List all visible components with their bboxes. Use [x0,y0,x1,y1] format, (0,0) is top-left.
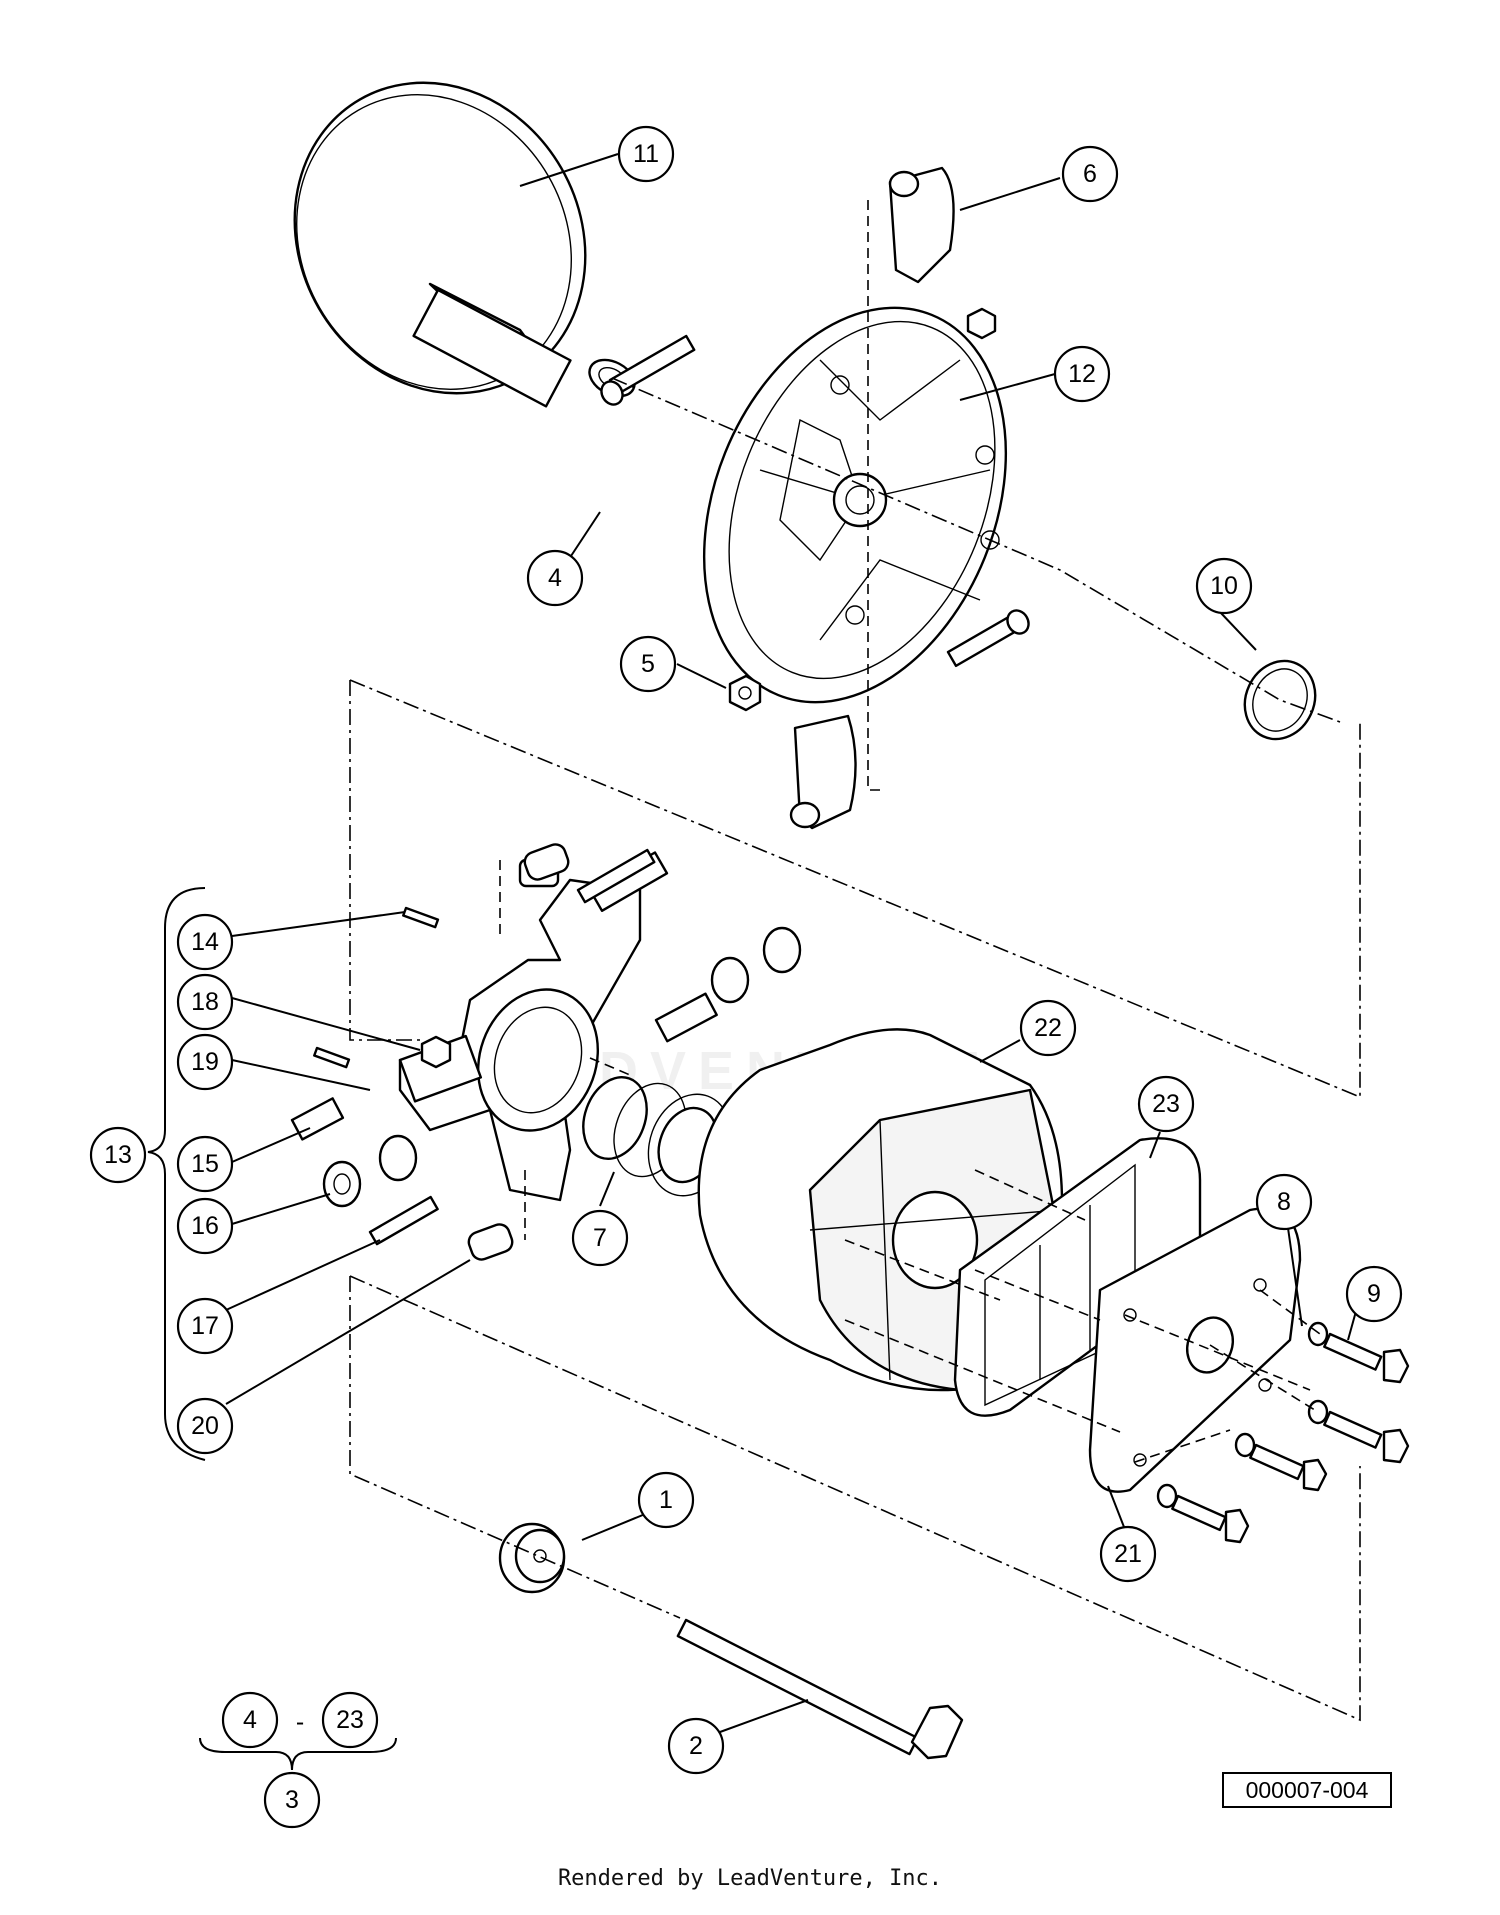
part-18-nut [420,1035,452,1069]
part-20-bushing [467,843,570,1261]
callout-21: 21 [1099,1525,1157,1583]
part-14-roll-pin [313,906,440,1069]
svg-text:18: 18 [191,988,219,1016]
callout-23: 23 [1137,1075,1195,1133]
callout-6: 6 [1061,145,1119,203]
svg-text:14: 14 [191,928,219,956]
svg-text:7: 7 [593,1224,607,1252]
leader-lines [225,153,1359,1733]
callout-5: 5 [619,635,677,693]
callout-9: 9 [1345,1265,1403,1323]
svg-text:6: 6 [1083,160,1097,188]
svg-text:13: 13 [104,1141,132,1169]
part-5-lock-nut [728,307,997,712]
callout-10: 10 [1195,557,1253,615]
callout-12: 12 [1053,345,1111,403]
kit-3-brace [199,1737,397,1771]
svg-text:23: 23 [336,1706,364,1734]
callout-11: 11 [617,125,675,183]
svg-text:12: 12 [1068,360,1096,388]
svg-text:17: 17 [191,1312,219,1340]
callout-22: 22 [1019,999,1077,1057]
callout-19: 19 [176,1033,234,1091]
part-17-bolt [368,848,656,1246]
part-1-spacer [498,1522,566,1594]
part-4-shoulder-bolt [600,334,1030,668]
callout-1: 1 [637,1471,695,1529]
svg-text:22: 22 [1034,1014,1062,1042]
callout-13: 13 [89,1126,147,1184]
part-9-cap-screw [1171,1332,1410,1544]
render-credit: Rendered by LeadVenture, Inc. [557,1866,943,1891]
callout-17: 17 [176,1297,234,1355]
range-separator: - [296,1708,304,1736]
svg-text:4: 4 [243,1706,257,1734]
svg-text:1: 1 [659,1486,673,1514]
svg-text:20: 20 [191,1412,219,1440]
svg-text:2: 2 [689,1732,703,1760]
part-16-roller [322,926,802,1208]
assembly-13-brace [147,887,206,1461]
callout-2: 2 [667,1717,725,1775]
svg-text:5: 5 [641,650,655,678]
svg-text:19: 19 [191,1048,219,1076]
svg-text:8: 8 [1277,1188,1291,1216]
callout-7: 7 [571,1209,629,1267]
part-11-fixed-sheave [293,81,636,408]
callout-20: 20 [176,1397,234,1455]
svg-text:21: 21 [1114,1540,1142,1568]
callout-4: 4 [526,549,584,607]
svg-text:10: 10 [1210,572,1238,600]
assembly-lines [349,200,1361,1722]
callout-23-range-end: 23 [321,1691,379,1749]
part-12-moveable-sheave [702,306,1008,704]
part-2-long-bolt [676,1618,964,1760]
callout-14: 14 [176,913,234,971]
part-10-o-ring [1243,659,1317,741]
svg-text:16: 16 [191,1212,219,1240]
svg-text:11: 11 [633,140,659,168]
reference-number-box: 000007-004 [1222,1772,1392,1808]
callout-4-range-start: 4 [221,1691,279,1749]
part-6-centrifugal-weight [789,166,955,830]
callout-3: 3 [263,1771,321,1829]
callout-15: 15 [176,1135,234,1193]
callout-16: 16 [176,1197,234,1255]
svg-text:3: 3 [285,1786,299,1814]
part-15-pin [290,992,718,1141]
svg-text:9: 9 [1367,1280,1381,1308]
callout-18: 18 [176,973,234,1031]
svg-text:4: 4 [548,564,562,592]
svg-text:15: 15 [191,1150,219,1178]
svg-text:23: 23 [1152,1090,1180,1118]
callout-8: 8 [1255,1173,1313,1231]
